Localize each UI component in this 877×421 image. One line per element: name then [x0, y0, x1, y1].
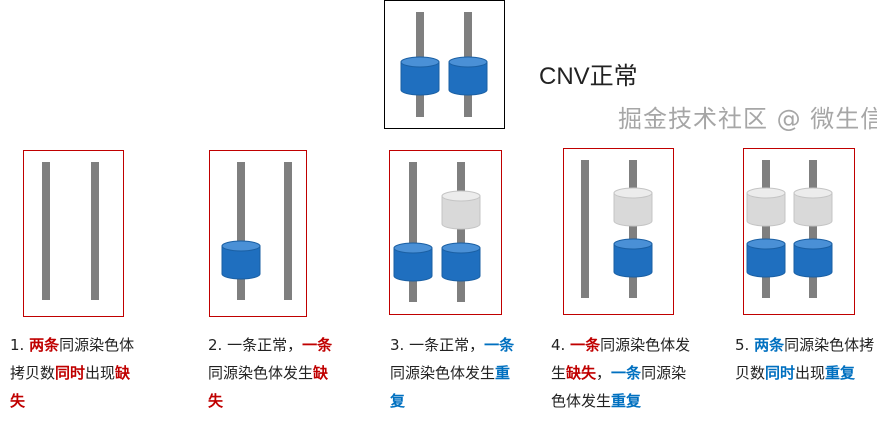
panel-frame-5 — [743, 148, 855, 315]
extra-copy-cylinder — [746, 192, 786, 227]
caption-text: 同源染色体发生 — [208, 364, 314, 382]
caption-1: 1. 两条同源染色体拷贝数同时出现缺失 — [10, 331, 140, 415]
extra-copy-cylinder — [793, 192, 833, 227]
highlight-text: 缺失 — [566, 364, 597, 382]
caption-text: 3. 一条正常， — [390, 336, 485, 354]
highlight-text: 一条 — [484, 336, 515, 354]
highlight-text: 一条 — [611, 364, 642, 382]
highlight-text: 重复 — [825, 364, 856, 382]
caption-text: 同源染色体拷贝数 — [735, 336, 875, 382]
highlight-text: 两条 — [754, 336, 785, 354]
caption-text: 同源染色体拷贝数 — [10, 336, 135, 382]
caption-3: 3. 一条正常，一条同源染色体发生重复 — [390, 331, 515, 415]
normal-copy-cylinder-top — [441, 242, 481, 254]
normal-copy-cylinder — [393, 247, 433, 282]
caption-text: 出现 — [795, 364, 826, 382]
normal-copy-cylinder — [400, 61, 440, 96]
extra-copy-cylinder-top — [441, 190, 481, 202]
panel-frame-3 — [389, 150, 502, 315]
highlight-text: 一条 — [302, 336, 333, 354]
extra-copy-cylinder — [441, 195, 481, 230]
chromosome-rod — [237, 162, 245, 300]
chromosome-rod — [809, 160, 817, 298]
chromosome-rod — [42, 162, 50, 300]
chromosome-rod — [284, 162, 292, 300]
caption-text: 出现 — [85, 364, 116, 382]
caption-text: 2. 一条正常， — [208, 336, 303, 354]
caption-4: 4. 一条同源染色体发生缺失，一条同源染色体发生重复 — [551, 331, 701, 415]
normal-copy-cylinder — [221, 245, 261, 280]
extra-copy-cylinder-top — [793, 187, 833, 199]
caption-text: 同源染色体发生 — [390, 364, 496, 382]
chromosome-rod — [91, 162, 99, 300]
highlight-text: 同时 — [55, 364, 86, 382]
panel-frame-4 — [563, 148, 674, 315]
caption-text: 4. — [551, 336, 571, 354]
extra-copy-cylinder-top — [613, 187, 653, 199]
highlight-text: 一条 — [570, 336, 601, 354]
normal-copy-cylinder-top — [221, 240, 261, 252]
highlight-text: 缺失 — [10, 364, 131, 410]
panel-frame-1 — [23, 150, 124, 317]
normal-copy-cylinder-top — [448, 56, 488, 68]
normal-copy-cylinder — [613, 243, 653, 278]
normal-copy-cylinder — [793, 243, 833, 278]
chromosome-rod — [629, 160, 637, 298]
chromosome-rod — [457, 162, 465, 302]
caption-text: 5. — [735, 336, 755, 354]
caption-text: 同源染色体发生 — [551, 364, 687, 410]
normal-copy-cylinder-top — [400, 56, 440, 68]
normal-copy-cylinder-top — [613, 238, 653, 250]
extra-copy-cylinder-top — [746, 187, 786, 199]
chromosome-rod — [762, 160, 770, 298]
caption-5: 5. 两条同源染色体拷贝数同时出现重复 — [735, 331, 875, 387]
normal-copy-cylinder — [746, 243, 786, 278]
extra-copy-cylinder — [613, 192, 653, 227]
highlight-text: 两条 — [29, 336, 60, 354]
chromosome-rod — [409, 162, 417, 302]
highlight-text: 重复 — [390, 364, 511, 410]
highlight-text: 重复 — [611, 392, 642, 410]
caption-text: ， — [596, 364, 612, 382]
panel-frame-2 — [209, 150, 307, 317]
caption-text: 同源染色体发生 — [551, 336, 691, 382]
normal-copy-cylinder-top — [393, 242, 433, 254]
watermark: 掘金技术社区 @ 微生信 — [618, 105, 877, 133]
chromosome-rod — [581, 160, 589, 298]
normal-copy-cylinder-top — [746, 238, 786, 250]
normal-copy-cylinder — [441, 247, 481, 282]
panel-frame-normal — [384, 0, 505, 129]
highlight-text: 同时 — [765, 364, 796, 382]
caption-text: 1. — [10, 336, 30, 354]
caption-2: 2. 一条正常，一条同源染色体发生缺失 — [208, 331, 333, 415]
normal-copy-cylinder-top — [793, 238, 833, 250]
cnv-normal-title: CNV正常 — [539, 63, 638, 90]
highlight-text: 缺失 — [208, 364, 329, 410]
normal-copy-cylinder — [448, 61, 488, 96]
